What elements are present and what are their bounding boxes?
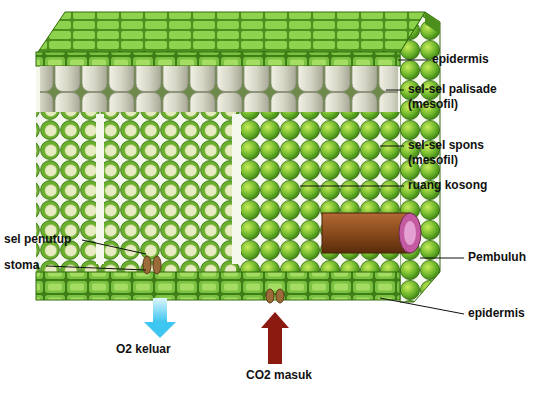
o2-arrow-head <box>144 322 176 338</box>
part-label: O2 keluar <box>116 342 171 357</box>
guard-cell <box>276 289 284 303</box>
part-label: ruang kosong <box>408 178 487 193</box>
part-label: stoma <box>4 258 39 273</box>
upper-epidermis-top <box>38 12 425 52</box>
part-label: epidermis <box>432 52 489 67</box>
part-label: sel-sel spons (mesofil) <box>408 138 520 168</box>
part-label: CO2 masuk <box>246 368 312 383</box>
guard-cell <box>153 256 161 274</box>
guard-cell <box>266 289 274 303</box>
part-label: sel-sel palisade (mesofil) <box>408 82 520 112</box>
vessel-body <box>322 213 410 253</box>
air-space <box>96 114 104 264</box>
vessel-end <box>399 213 421 253</box>
co2-arrow-head <box>261 312 289 328</box>
guard-cell <box>143 256 151 274</box>
upper-epidermis <box>36 52 400 66</box>
part-label: sel penutup <box>4 232 71 247</box>
air-space <box>232 114 241 264</box>
co2-arrow-shaft <box>268 328 282 364</box>
part-label: epidermis <box>468 306 525 321</box>
side-edge <box>425 12 440 34</box>
spongy-tubes <box>36 112 236 272</box>
part-label: Pembuluh <box>468 250 526 265</box>
o2-arrow-shaft <box>153 298 167 322</box>
leader-lines <box>46 60 464 314</box>
lower-epidermis <box>36 272 400 300</box>
palisade-cells <box>40 66 398 112</box>
vessel-end-inner <box>404 221 416 245</box>
